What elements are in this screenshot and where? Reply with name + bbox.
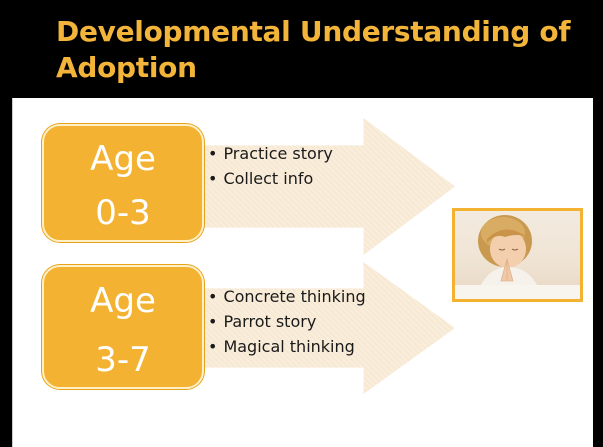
slide-title: Developmental Understanding of Adoption: [56, 15, 571, 84]
stage-2-age-box: Age 3-7: [42, 265, 204, 389]
stage-2-bullet-1: Concrete thinking: [208, 284, 365, 309]
stage-2-age-range: 3-7: [95, 340, 151, 380]
stage-2-bullet-2: Parrot story: [208, 309, 366, 334]
stage-1-age-label: Age: [90, 139, 156, 179]
child-illustration: [455, 215, 580, 299]
stage-2-age-label: Age: [90, 281, 156, 321]
stage-1-bullet-2: Collect info: [208, 166, 333, 191]
stage-1-age-range: 0-3: [95, 193, 151, 233]
stage-1-bullets: Practice story Collect info: [208, 141, 333, 191]
stage-2-bullets: Concrete thinking Parrot story Magical t…: [208, 284, 366, 359]
stage-1-age-box: Age 0-3: [42, 124, 204, 242]
stage-1-bullet-1: Practice story: [208, 141, 332, 166]
child-praying-photo: [452, 208, 583, 302]
photo-image: [455, 211, 580, 299]
stage-2-bullet-3: Magical thinking: [208, 334, 366, 359]
